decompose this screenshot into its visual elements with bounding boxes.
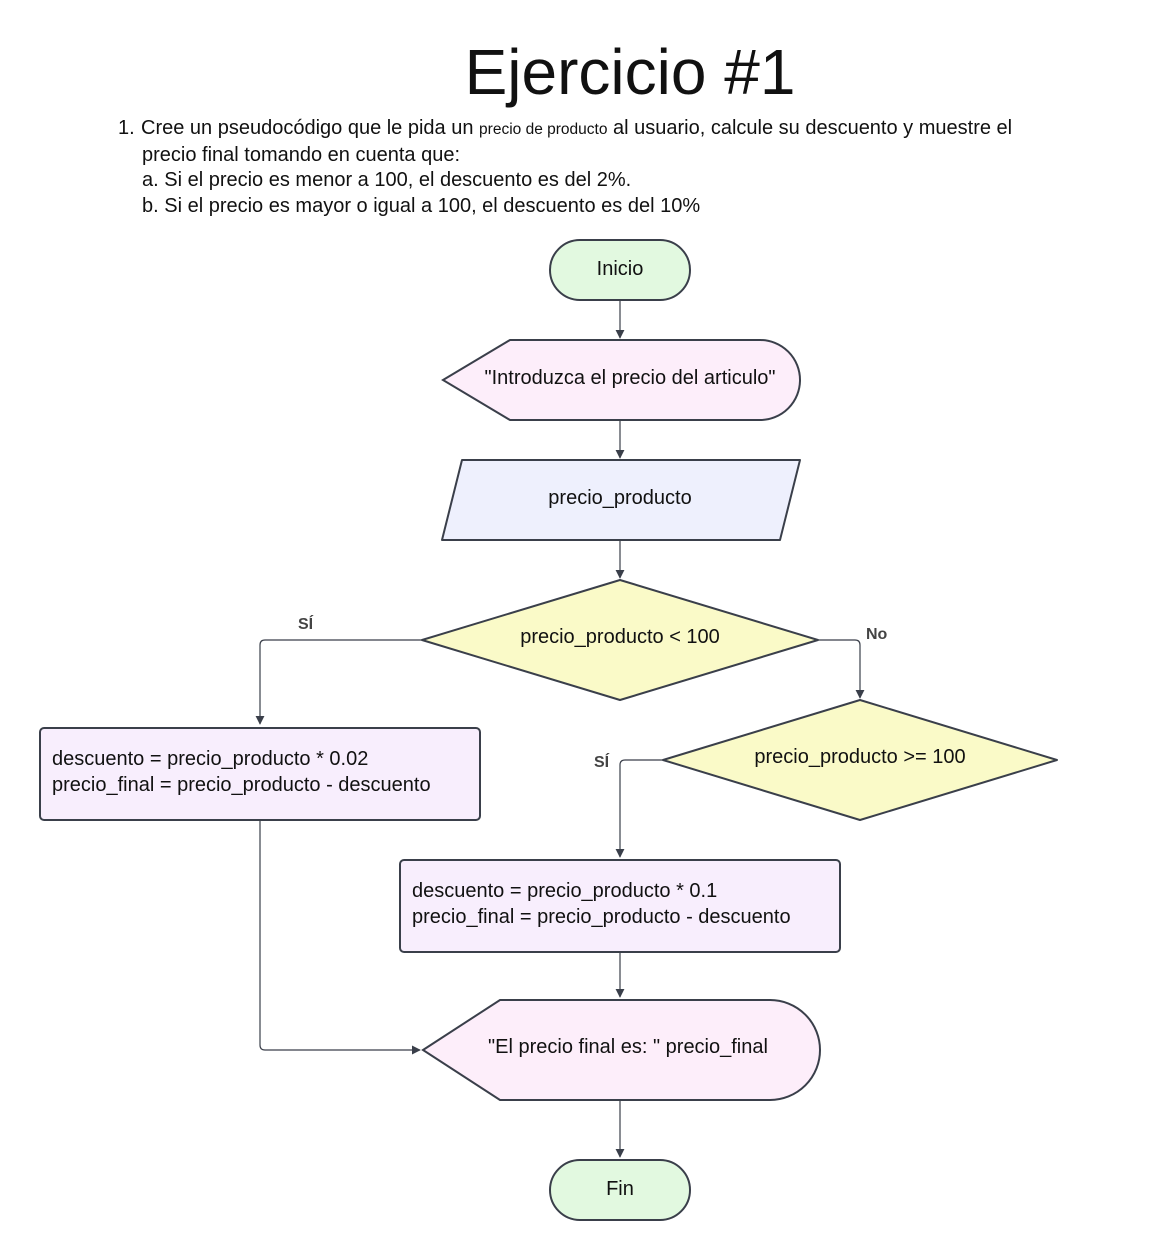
exercise-statement: 1. Cree un pseudocódigo que le pida un p… xyxy=(118,116,1098,219)
decision1-no-label: No xyxy=(866,626,888,643)
input-label: precio_producto xyxy=(548,487,691,509)
output-display-shape xyxy=(421,999,821,1101)
statement-line1-small: precio de producto xyxy=(479,121,608,138)
statement-item-1: 1. Cree un pseudocódigo que le pida un p… xyxy=(118,116,1098,143)
statement-item-a: a. Si el precio es menor a 100, el descu… xyxy=(142,169,632,191)
connector-decision1-no xyxy=(818,639,865,699)
statement-number: 1. xyxy=(118,117,135,139)
decision1-shape xyxy=(421,579,819,701)
input-shape xyxy=(441,459,801,541)
decision1-label: precio_producto < 100 xyxy=(520,626,720,648)
connector-decision1-yes xyxy=(255,639,422,725)
connector-decision2-yes xyxy=(615,759,663,858)
decision2-label: precio_producto >= 100 xyxy=(754,746,965,768)
end-label: Fin xyxy=(606,1178,634,1200)
statement-line2: precio final tomando en cuenta que: xyxy=(142,143,460,166)
process2-line2: precio_final = precio_producto - descuen… xyxy=(412,906,791,928)
decision2-shape xyxy=(662,699,1058,821)
process2-line1: descuento = precio_producto * 0.1 xyxy=(412,880,717,902)
page-title: Ejercicio #1 xyxy=(464,36,796,108)
process1-line1: descuento = precio_producto * 0.02 xyxy=(52,748,368,770)
statement-line1-after: al usuario, calcule su descuento y muest… xyxy=(607,117,1013,139)
process1-line2: precio_final = precio_producto - descuen… xyxy=(52,774,431,796)
statement-text: Cree un pseudocódigo que le pida un prec… xyxy=(141,116,1012,143)
prompt-display-shape xyxy=(441,339,801,421)
end-terminal-shape xyxy=(549,1159,691,1221)
connectors xyxy=(255,300,865,1158)
statement-item-b: b. Si el precio es mayor o igual a 100, … xyxy=(142,194,701,217)
prompt-label: "Introduzca el precio del articulo" xyxy=(484,367,775,389)
connector-process1-to-output xyxy=(259,820,421,1055)
decision2-yes-label: SÍ xyxy=(594,752,610,771)
output-label: "El precio final es: " precio_final xyxy=(488,1036,768,1058)
statement-line1-before: Cree un pseudocódigo que le pida un xyxy=(141,117,480,139)
process2-shape xyxy=(399,859,841,953)
process1-shape xyxy=(39,727,481,821)
start-terminal-shape xyxy=(549,239,691,301)
start-label: Inicio xyxy=(597,258,644,280)
decision1-yes-label: SÍ xyxy=(298,614,314,633)
